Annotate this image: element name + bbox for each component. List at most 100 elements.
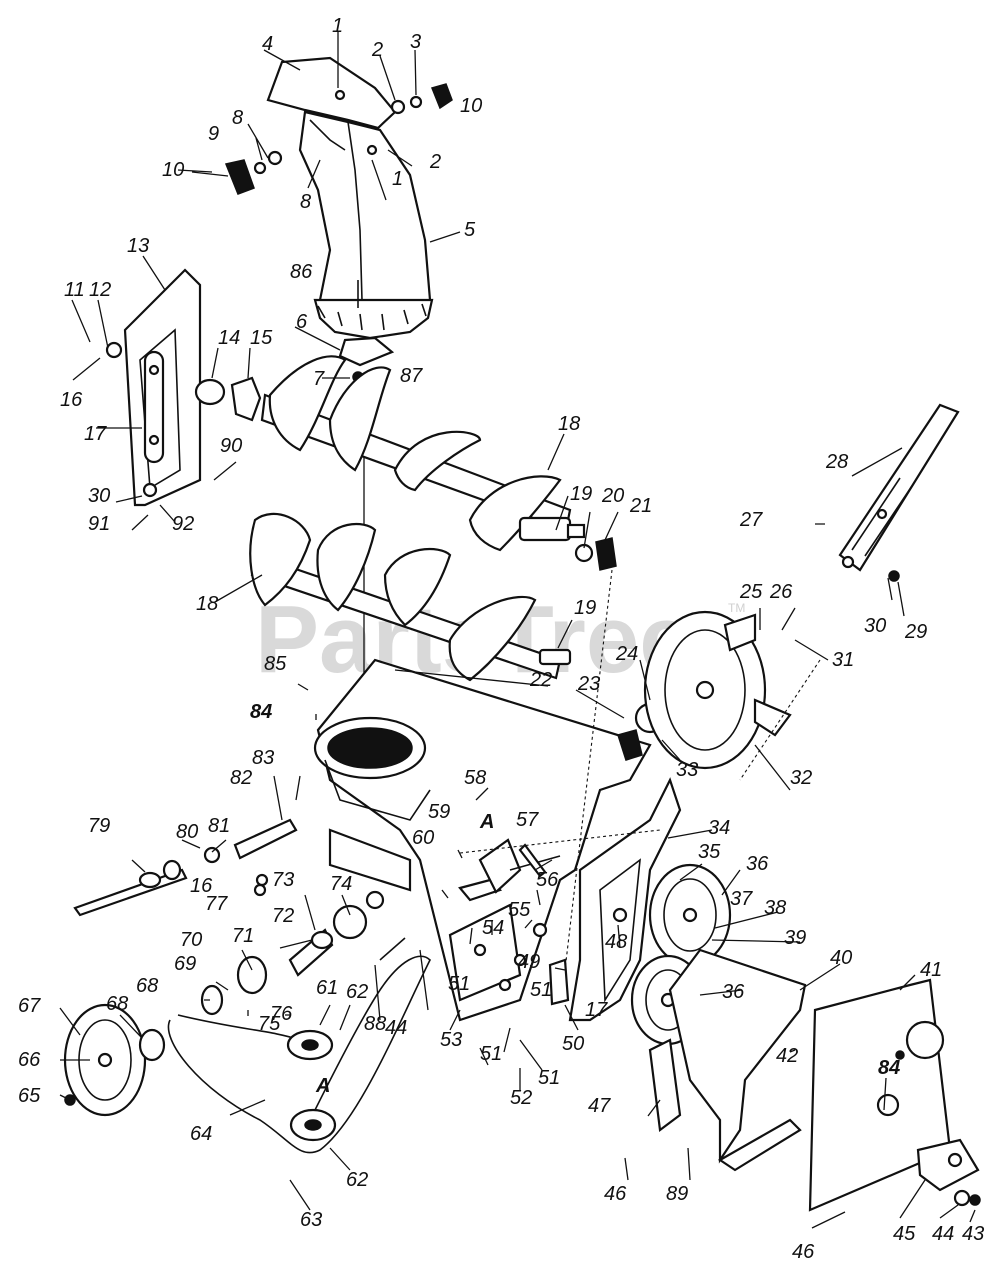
callout-21: 21 xyxy=(629,495,652,517)
callout-59: 59 xyxy=(428,801,450,823)
callout-58: 58 xyxy=(464,767,486,789)
callout-57: 57 xyxy=(516,809,539,831)
callout-20: 20 xyxy=(601,485,624,507)
callout-90: 90 xyxy=(220,435,242,457)
callout-37: 37 xyxy=(730,888,753,910)
callout-72: 72 xyxy=(272,905,294,927)
callout-25: 25 xyxy=(739,581,763,603)
callout-45: 45 xyxy=(893,1223,916,1245)
callout-49: 49 xyxy=(518,951,540,973)
callout-33: 33 xyxy=(676,759,698,781)
callout-27: 27 xyxy=(739,509,763,531)
callout-46-right: 46 xyxy=(792,1241,815,1263)
callout-88: 88 xyxy=(364,1013,386,1035)
auger-lower xyxy=(249,512,572,682)
callout-40: 40 xyxy=(830,947,852,969)
callout-26: 26 xyxy=(769,581,793,603)
callout-1-chute: 1 xyxy=(392,168,403,190)
impeller-pulley-large xyxy=(643,610,792,770)
callout-77: 77 xyxy=(205,893,228,915)
callout-51-d: 51 xyxy=(538,1067,560,1089)
callout-19-upper: 19 xyxy=(570,483,592,505)
callout-10-left: 10 xyxy=(162,159,184,181)
callout-63: 63 xyxy=(300,1209,322,1231)
callout-53: 53 xyxy=(440,1029,462,1051)
callout-36-lower: 36 xyxy=(722,981,745,1003)
callout-46-left: 46 xyxy=(604,1183,627,1205)
callout-54: 54 xyxy=(482,917,504,939)
idler-arm-and-bracket xyxy=(288,890,406,977)
callout-22: 22 xyxy=(529,669,552,691)
frame-plate-right xyxy=(568,777,682,1022)
callout-92: 92 xyxy=(172,513,194,535)
callout-44-skid: 44 xyxy=(932,1223,954,1245)
callout-60: 60 xyxy=(412,827,434,849)
drive-belt xyxy=(167,955,431,1154)
callout-76: 76 xyxy=(270,1003,293,1025)
callout-17-plate: 17 xyxy=(84,423,107,445)
callout-61: 61 xyxy=(316,977,338,999)
callout-30-plate: 30 xyxy=(88,485,110,507)
callout-5: 5 xyxy=(464,219,476,241)
callout-64: 64 xyxy=(190,1123,212,1145)
chute-control-rod xyxy=(73,818,298,917)
callout-47: 47 xyxy=(588,1095,611,1117)
callout-79: 79 xyxy=(88,815,110,837)
callout-31: 31 xyxy=(832,649,854,671)
callout-13: 13 xyxy=(127,235,149,257)
auger-shaft-parts xyxy=(574,537,617,571)
housing-side-plate-right xyxy=(808,978,952,1212)
discharge-chute xyxy=(266,56,434,367)
callout-35: 35 xyxy=(698,841,721,863)
callout-15: 15 xyxy=(250,327,273,349)
callout-43: 43 xyxy=(962,1223,984,1245)
callout-44-left: 44 xyxy=(385,1017,407,1039)
callout-19-lower: 19 xyxy=(574,597,596,619)
auger-housing xyxy=(313,658,652,1022)
callout-70: 70 xyxy=(180,929,202,951)
callout-18-upper: 18 xyxy=(558,413,580,435)
callout-11: 11 xyxy=(64,279,85,301)
callout-A-belt: A xyxy=(315,1075,330,1097)
callout-68-upper: 68 xyxy=(136,975,158,997)
skid-shoe xyxy=(916,1138,981,1207)
callout-86: 86 xyxy=(290,261,313,283)
callout-56: 56 xyxy=(536,869,559,891)
callout-39: 39 xyxy=(784,927,806,949)
idler-pulleys xyxy=(286,1029,337,1142)
callout-28: 28 xyxy=(825,451,848,473)
callout-51-a: 51 xyxy=(448,973,470,995)
watermark-trademark: TM xyxy=(728,601,745,615)
callout-38: 38 xyxy=(764,897,786,919)
drive-pulley-upper xyxy=(648,863,732,967)
callout-labels: 1 1 2 2 3 4 5 6 7 8 8 9 10 10 11 12 13 1… xyxy=(18,15,984,1263)
callout-82: 82 xyxy=(230,767,252,789)
callout-3: 3 xyxy=(410,31,421,53)
bearing-and-flange xyxy=(194,376,262,422)
chute-knob-left xyxy=(224,150,283,195)
callout-52: 52 xyxy=(510,1087,532,1109)
pulley-assembly-left xyxy=(63,955,268,1117)
chute-knob-right xyxy=(390,83,453,115)
callout-17-plate-right: 17 xyxy=(585,999,608,1021)
callout-2-top: 2 xyxy=(371,39,383,61)
callout-24: 24 xyxy=(615,643,638,665)
callout-65: 65 xyxy=(18,1085,41,1107)
callout-66: 66 xyxy=(18,1049,41,1071)
callout-84-housing: 84 xyxy=(250,701,272,723)
chute-crank-bracket xyxy=(838,403,960,582)
callout-75: 75 xyxy=(258,1013,281,1035)
callout-8-upper: 8 xyxy=(232,107,243,129)
callout-84-plate: 84 xyxy=(878,1057,900,1079)
callout-34: 34 xyxy=(708,817,730,839)
callout-81: 81 xyxy=(208,815,230,837)
callout-91: 91 xyxy=(88,513,110,535)
callout-6: 6 xyxy=(296,311,308,333)
callout-87: 87 xyxy=(400,365,423,387)
callout-55: 55 xyxy=(508,899,531,921)
callout-16-rod: 16 xyxy=(190,875,213,897)
callout-74: 74 xyxy=(330,873,352,895)
callout-71: 71 xyxy=(232,925,254,947)
callout-32: 32 xyxy=(790,767,812,789)
